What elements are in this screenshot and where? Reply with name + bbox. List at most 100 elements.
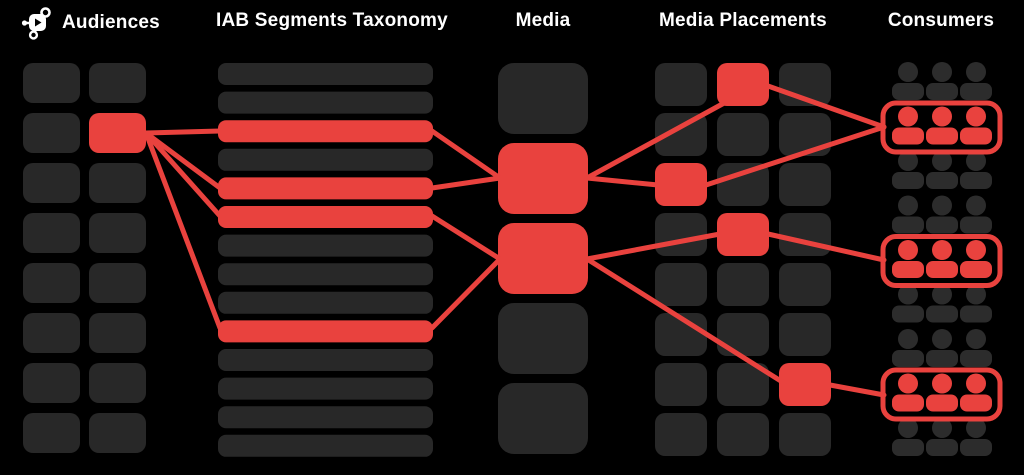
- audience-tile: [89, 63, 146, 103]
- segment-bar: [218, 406, 433, 429]
- person-icon: [966, 195, 986, 216]
- person-icon: [892, 350, 924, 367]
- person-icon-selected: [966, 373, 986, 394]
- person-icon-selected: [926, 394, 958, 412]
- placement-tile: [779, 263, 831, 306]
- person-icon: [926, 216, 958, 234]
- person-icon: [966, 284, 986, 305]
- person-icon: [892, 216, 924, 234]
- person-icon: [960, 305, 992, 323]
- connection-line-segment-6-to-media-3: [429, 213, 503, 262]
- placement-tile: [779, 413, 831, 456]
- person-icon-selected: [898, 106, 918, 127]
- person-icon: [898, 418, 918, 438]
- person-icon-selected: [932, 240, 952, 260]
- audience-tile: [23, 213, 80, 253]
- person-icon: [892, 83, 924, 100]
- placement-tile: [779, 113, 831, 156]
- placement-tile: [717, 363, 769, 406]
- placement-tile: [779, 213, 831, 256]
- audience-tile-selected: [89, 113, 146, 153]
- audience-tile: [89, 213, 146, 253]
- segment-bar: [218, 263, 433, 286]
- person-icon: [892, 305, 924, 323]
- media-tile: [498, 383, 588, 454]
- segment-bar: [218, 91, 433, 114]
- person-icon: [960, 172, 992, 189]
- segment-bar: [218, 434, 433, 457]
- media-tile-selected: [498, 143, 588, 214]
- person-icon: [898, 151, 918, 171]
- person-icon: [898, 62, 918, 82]
- placement-tile: [717, 163, 769, 206]
- consumer-group-box-1: [880, 100, 1003, 155]
- person-icon-selected: [960, 261, 992, 278]
- person-icon: [932, 284, 952, 305]
- audience-tile: [23, 363, 80, 403]
- person-icon: [892, 172, 924, 189]
- person-icon: [926, 439, 958, 456]
- placement-tile: [717, 413, 769, 456]
- person-icon: [960, 83, 992, 100]
- placement-tile: [655, 263, 707, 306]
- column-header-media-placements: Media Placements: [659, 10, 827, 31]
- connection-line-audience-r2c2-to-segment-3: [143, 128, 223, 136]
- audience-tile: [23, 263, 80, 303]
- person-icon: [966, 329, 986, 349]
- segment-bar-selected: [218, 177, 433, 200]
- person-icon: [898, 329, 918, 349]
- connection-line-segment-10-to-media-3: [429, 256, 503, 331]
- connection-line-placement-r4c2-to-consumer-group-2: [765, 231, 887, 263]
- segment-bar: [218, 63, 433, 85]
- person-icon-selected: [966, 240, 986, 260]
- audience-tile: [89, 313, 146, 353]
- placement-tile: [655, 63, 707, 106]
- media-tile: [498, 303, 588, 374]
- person-icon-selected: [892, 394, 924, 412]
- person-icon-selected: [966, 106, 986, 127]
- connection-line-placement-r1c2-to-consumer-group-1: [765, 83, 887, 130]
- media-tile-selected: [498, 223, 588, 294]
- connection-line-placement-r3c1-to-consumer-group-1: [703, 124, 887, 188]
- column-header-consumers: Consumers: [887, 10, 995, 31]
- placement-tile: [655, 213, 707, 256]
- consumer-group-box-2: [880, 234, 1003, 288]
- person-icon-selected: [892, 261, 924, 278]
- person-icon-selected: [926, 127, 958, 145]
- audience-tile: [23, 163, 80, 203]
- segment-bar: [218, 291, 433, 314]
- placement-tile: [717, 113, 769, 156]
- segment-bar: [218, 148, 433, 171]
- connection-line-audience-r2c2-to-segment-5: [143, 130, 223, 191]
- column-header-audiences: Audiences: [20, 6, 160, 40]
- person-icon-selected: [960, 394, 992, 412]
- person-icon: [932, 418, 952, 438]
- segment-bar-selected: [218, 320, 433, 343]
- audience-tile: [23, 113, 80, 153]
- audience-tile: [89, 413, 146, 453]
- person-icon: [960, 350, 992, 367]
- person-icon: [932, 151, 952, 171]
- segment-bar: [218, 349, 433, 371]
- connection-line-segment-3-to-media-2: [429, 128, 503, 181]
- connection-line-media-3-to-placement-r7c3: [584, 256, 787, 386]
- person-icon-selected: [892, 127, 924, 145]
- person-icon: [966, 151, 986, 171]
- person-icon: [898, 195, 918, 216]
- person-icon-selected: [898, 373, 918, 394]
- placement-tile-selected: [717, 63, 769, 106]
- media-tile: [498, 63, 588, 134]
- network-audience-icon: [20, 6, 54, 40]
- person-icon-selected: [932, 373, 952, 394]
- person-icon-selected: [960, 127, 992, 145]
- connection-line-media-2-to-placement-r1c2: [584, 99, 729, 181]
- placement-tile-selected: [655, 163, 707, 206]
- placement-tile-selected: [779, 363, 831, 406]
- person-icon-selected: [932, 106, 952, 127]
- audience-tile: [23, 63, 80, 103]
- person-icon-selected: [898, 240, 918, 260]
- audience-tile: [89, 363, 146, 403]
- connection-line-segment-5-to-media-2: [429, 175, 503, 191]
- placement-tile: [717, 313, 769, 356]
